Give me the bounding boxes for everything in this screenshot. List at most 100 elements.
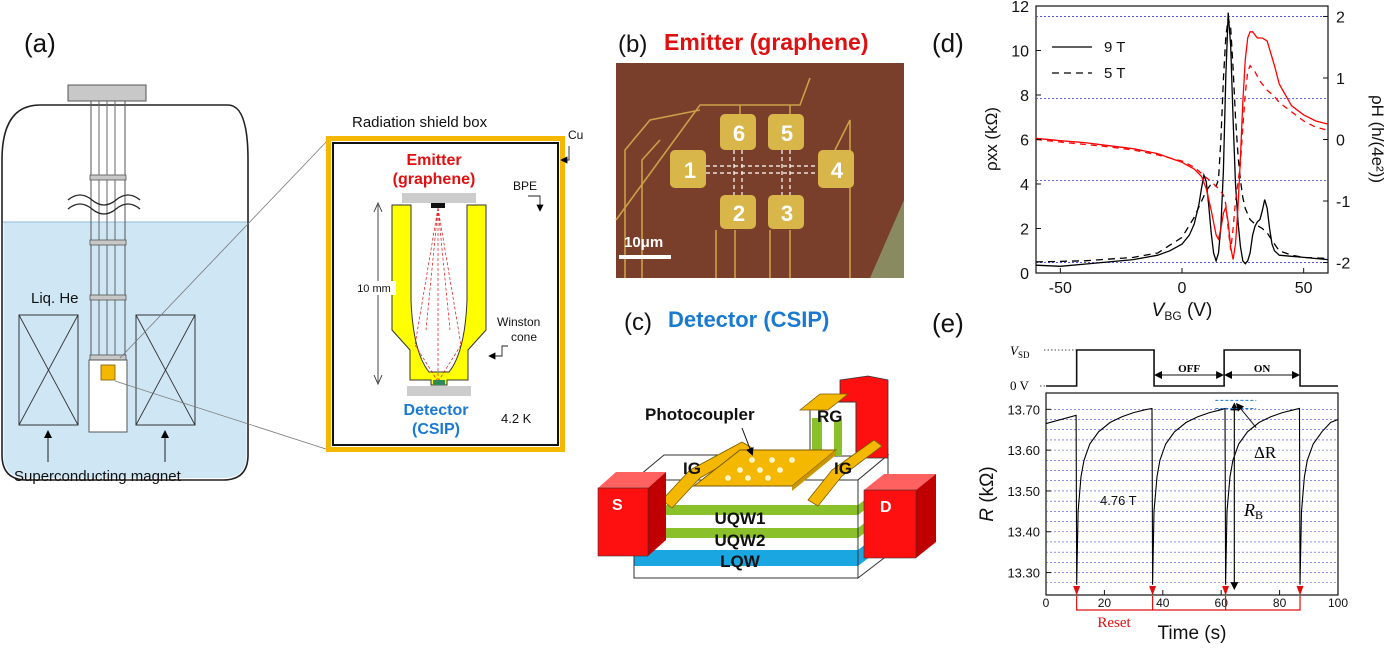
field-annotation: 4.76 T: [1100, 493, 1137, 508]
chart-d-ytick-left-label: 2: [1020, 222, 1029, 239]
ray-paths: [414, 207, 462, 381]
pad-label-3: 3: [781, 201, 793, 226]
uqw2-label: UQW2: [715, 531, 766, 550]
reset-arrow: [1149, 585, 1157, 596]
traces: [615, 77, 851, 278]
chart-e-ytick-label: 13.50: [1007, 484, 1040, 499]
drain-contact: D: [863, 474, 936, 559]
chart-e-xtick-label: 100: [1328, 596, 1348, 610]
vsd-label: VSD: [1010, 343, 1030, 360]
scale-bar: [619, 255, 671, 259]
chart-d-series-2: [1035, 31, 1329, 260]
chart-e-xtick-label: 60: [1215, 596, 1229, 610]
chart-d-ytick-left-label: 0: [1020, 266, 1029, 283]
emitter-label-line2: (graphene): [393, 171, 476, 188]
liq-he-label: Liq. He: [31, 290, 79, 307]
chart-e-series-0: [1046, 407, 1338, 585]
pad-label-1: 1: [684, 158, 696, 183]
chart-e-ytick-label: 13.30: [1007, 566, 1040, 581]
cu-label: Cu: [568, 128, 583, 142]
chart-d-xtick-label: 50: [1295, 280, 1313, 297]
emitter-mount: [402, 193, 476, 203]
chart-e-ytick-label: 13.40: [1007, 525, 1040, 540]
source-contact: S: [597, 472, 666, 557]
chart-d-ytick-left-label: 8: [1020, 88, 1029, 105]
emitter-chip: [431, 203, 445, 208]
reset-arrow: [1296, 585, 1304, 596]
rb-label: RB: [1243, 500, 1263, 522]
pad-3: [768, 195, 804, 229]
delta-r-pointer: [1235, 402, 1257, 429]
off-label: OFF: [1178, 363, 1200, 375]
scale-bar-label: 10μm: [624, 234, 663, 251]
pad-1: [670, 150, 706, 188]
pad-label-6: 6: [733, 121, 745, 146]
pad-label-4: 4: [831, 158, 844, 183]
chart-d-xlabel: VBG (V): [1152, 300, 1213, 323]
panel-c-label: (c): [624, 309, 652, 336]
emitter-label-line1: Emitter: [406, 152, 461, 169]
panel-a: (a): [1, 28, 583, 485]
chart-e-xtick-label: 80: [1273, 596, 1287, 610]
on-label: ON: [1254, 363, 1271, 375]
pad-2: [720, 195, 756, 229]
panel-d-label: (d): [932, 28, 964, 58]
chart-d-ylabel-right: ρH (h/(4e²)): [1368, 95, 1387, 183]
winston-label-line2: cone: [511, 330, 537, 344]
micrograph: [616, 63, 904, 278]
shield-title: Radiation shield box: [352, 114, 488, 131]
chart-d-xtick-label: 0: [1178, 280, 1187, 297]
chart-e-ytick-label: 13.70: [1007, 402, 1040, 417]
panel-e-label: (e): [932, 308, 964, 338]
chart-e-ylabel: R (kΩ): [977, 466, 998, 521]
ig-label-right: IG: [834, 459, 852, 478]
probe: [67, 84, 147, 433]
detector-label-line2: (CSIP): [412, 421, 460, 438]
zero-v-label: 0 V: [1010, 378, 1030, 393]
pad-6: [720, 114, 756, 150]
panel-c-title: Detector (CSIP): [668, 307, 829, 332]
chart-d-ytick-right-label: 0: [1336, 133, 1345, 150]
delta-r-label: ΔR: [1254, 443, 1277, 462]
pad-4: [818, 150, 854, 188]
panel-b-title: Emitter (graphene): [664, 29, 868, 55]
chart-d-ytick-right-label: 2: [1336, 9, 1345, 26]
magnet-left: [18, 314, 79, 426]
photocoupler-label: Photocoupler: [645, 405, 755, 424]
reset-bracket: [1076, 596, 1301, 611]
pad-label-2: 2: [733, 201, 745, 226]
pads: [670, 114, 854, 229]
uqw1-label: UQW1: [715, 509, 766, 528]
legend-5t: 5 T: [1104, 65, 1125, 82]
lqw-label: LQW: [720, 552, 761, 571]
chart-e-frame: [1045, 392, 1339, 596]
pad-5: [768, 114, 804, 150]
detector-label-line1: Detector: [404, 402, 469, 419]
rg-structure: RG: [798, 375, 889, 459]
chart-d-series-1: [1035, 18, 1329, 263]
panel-a-label: (a): [24, 28, 56, 58]
chart-d-ytick-right-label: -1: [1336, 194, 1350, 211]
panel-c: (c) Detector (CSIP) UQW1 UQW2 LQW RG: [597, 307, 936, 580]
chart-d-ytick-right-label: -2: [1336, 256, 1350, 273]
chart-d-frame: [1035, 5, 1329, 274]
detector-chip: [433, 380, 445, 385]
length-label: 10 mm: [357, 283, 391, 295]
vsd-pulse-trace: [1046, 349, 1338, 387]
panel-b: (b) Emitter (graphene): [615, 29, 904, 278]
sample-holder: [100, 364, 116, 381]
chart-e-xlabel: Time (s): [1158, 623, 1227, 644]
bpe-label: BPE: [513, 179, 537, 193]
chart-e-xtick-label: 40: [1156, 596, 1170, 610]
magnet-label: Superconducting magnet: [14, 468, 182, 485]
chart-d-series-0: [1035, 12, 1329, 267]
magnet-right: [135, 314, 196, 426]
reset-arrow: [1073, 585, 1081, 596]
legend-9t: 9 T: [1104, 39, 1125, 56]
s-label: S: [612, 497, 623, 514]
chart-e-ytick-label: 13.60: [1007, 443, 1040, 458]
reset-label: Reset: [1097, 615, 1131, 631]
